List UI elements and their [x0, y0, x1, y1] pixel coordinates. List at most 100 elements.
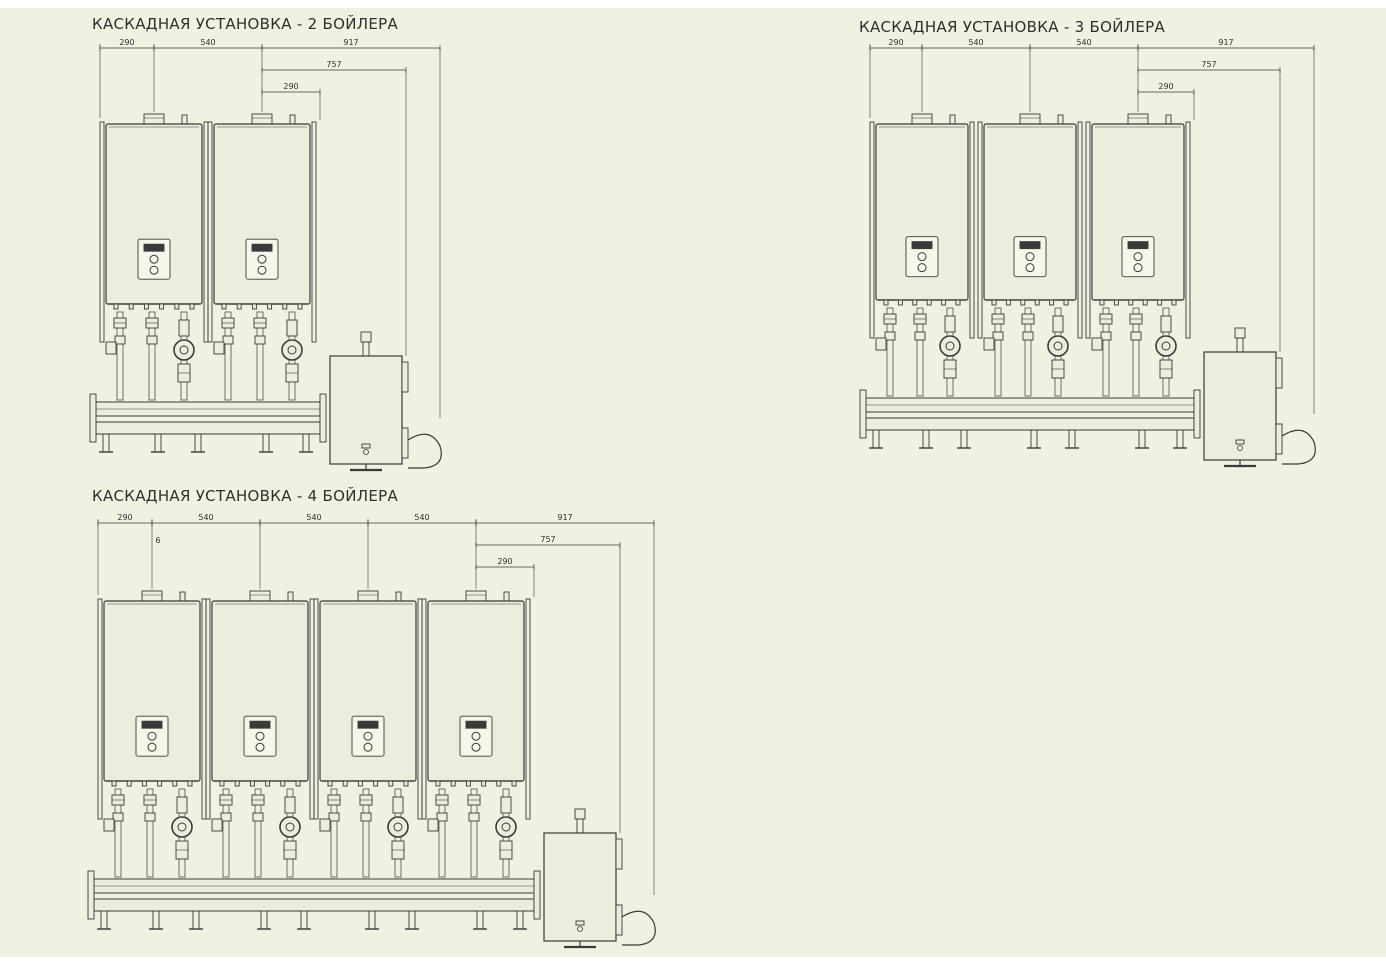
control-knob: [147, 742, 157, 752]
valve: [220, 812, 232, 822]
chain-dimension: 290: [869, 38, 923, 51]
air-vent-valve: [360, 331, 372, 343]
dimension-label: 290: [497, 557, 512, 566]
air-vent-pipe: [1236, 337, 1244, 353]
fitting: [1157, 299, 1163, 306]
fitting: [955, 299, 961, 306]
air-vent: [503, 591, 510, 602]
chain-dimension: 540: [921, 38, 1031, 51]
support-leg: [194, 433, 202, 453]
air-vent-valve: [574, 808, 586, 820]
support-leg: [408, 910, 416, 930]
control-display: [1127, 241, 1149, 250]
fitting: [219, 780, 225, 787]
overall-dimension-917: 917: [261, 38, 441, 51]
dimension-290: 290: [475, 557, 535, 570]
pump-valve: [392, 796, 404, 814]
chain-dimension: 290: [97, 513, 153, 526]
dimension-label: 290: [117, 513, 132, 522]
control-display: [143, 243, 165, 252]
safety-valve: [1091, 337, 1103, 351]
fitting: [388, 780, 394, 787]
drain-valve: [361, 443, 371, 449]
pump-hub: [1161, 341, 1171, 351]
dimension-label: 757: [540, 535, 555, 544]
pump-valve: [500, 796, 512, 814]
fitting: [111, 780, 117, 787]
air-vent: [1057, 114, 1064, 125]
separator-flange: [1275, 423, 1283, 455]
frame-post: [201, 598, 207, 820]
fitting: [1099, 299, 1105, 306]
valve: [468, 812, 480, 822]
pipe: [254, 788, 262, 878]
pipe: [116, 311, 124, 401]
control-knob: [1133, 252, 1143, 262]
pump-hub: [393, 822, 403, 832]
dimension-label: 290: [283, 82, 298, 91]
valve: [252, 812, 264, 822]
valve: [112, 812, 124, 822]
fitting: [143, 303, 149, 310]
title-four-boilers: КАСКАДНАЯ УСТАНОВКА - 4 БОЙЛЕРА: [92, 487, 399, 505]
frame-post: [313, 598, 319, 820]
support-leg: [102, 433, 110, 453]
fitting: [251, 303, 257, 310]
support-leg: [262, 433, 270, 453]
safety-valve: [427, 818, 439, 832]
fitting: [174, 303, 180, 310]
support-leg: [960, 429, 968, 449]
fitting: [403, 780, 409, 787]
circulation-pump: [1047, 335, 1069, 357]
fitting: [481, 780, 487, 787]
frame-post: [207, 121, 213, 343]
frame-post: [969, 121, 975, 339]
chain-dimension: 540: [151, 513, 261, 526]
flue-collar: [1019, 113, 1041, 125]
dimension-label: 540: [968, 38, 983, 47]
pipe: [438, 788, 446, 878]
circulation-pump: [387, 816, 409, 838]
air-vent: [289, 114, 296, 125]
circulation-pump: [495, 816, 517, 838]
pipe: [224, 311, 232, 401]
valve: [144, 812, 156, 822]
frame-post: [525, 598, 531, 820]
control-display: [249, 720, 271, 729]
circulation-pump: [1155, 335, 1177, 357]
dimension-757: 757: [261, 60, 407, 73]
fitting: [450, 780, 456, 787]
support-leg: [300, 910, 308, 930]
fitting: [327, 780, 333, 787]
frame-post: [203, 121, 209, 343]
separator-flange: [615, 904, 623, 936]
pipe: [222, 788, 230, 878]
separator-flange: [615, 838, 623, 870]
fitting: [128, 303, 134, 310]
frame-post: [311, 121, 317, 343]
control-knob: [363, 731, 373, 741]
pump-hub: [177, 822, 187, 832]
fitting: [126, 780, 132, 787]
pipe: [362, 788, 370, 878]
frame-post: [977, 121, 983, 339]
fitting: [357, 780, 363, 787]
fitting: [282, 303, 288, 310]
frame-post: [1185, 121, 1191, 339]
flange: [87, 870, 95, 920]
pump-hub: [945, 341, 955, 351]
air-vent-pipe: [362, 341, 370, 357]
pump-hub: [179, 345, 189, 355]
chain-dimension: 540: [367, 513, 477, 526]
flue-collar: [357, 590, 379, 602]
valve: [914, 331, 926, 341]
frame-post: [869, 121, 875, 339]
control-display: [141, 720, 163, 729]
valve: [328, 812, 340, 822]
return-loop: [621, 910, 656, 946]
drain-cap: [577, 926, 583, 932]
circulation-pump: [171, 816, 193, 838]
control-knob: [363, 742, 373, 752]
